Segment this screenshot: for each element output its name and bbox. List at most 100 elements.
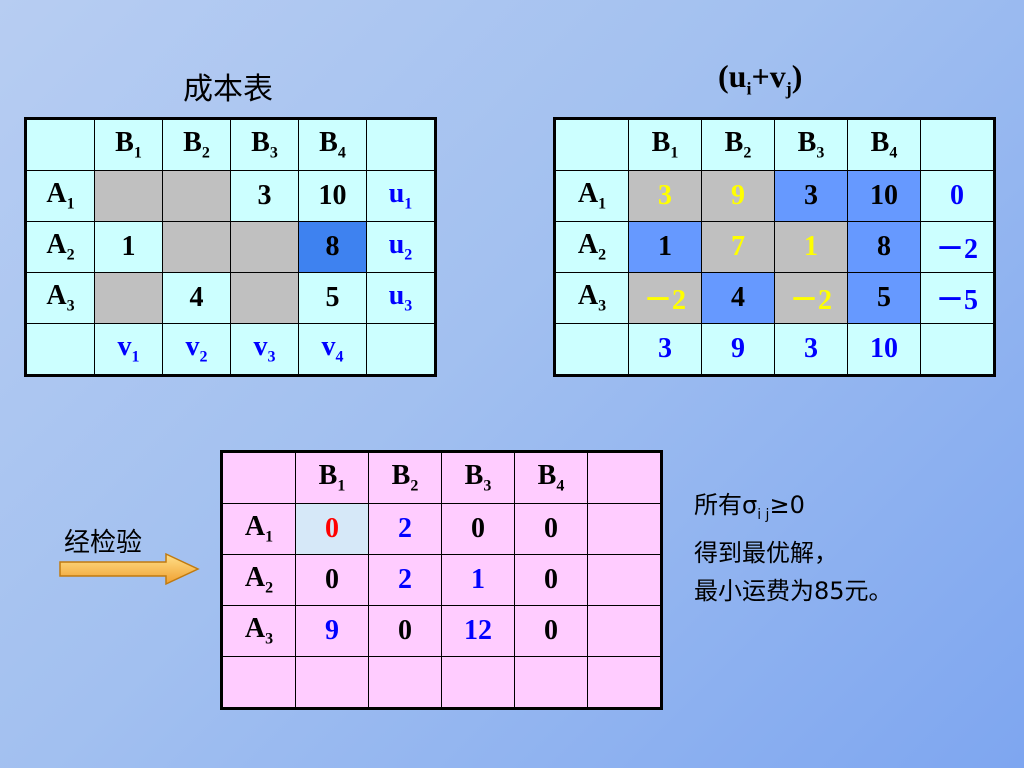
row-header-a1: A1 bbox=[221, 503, 296, 555]
sigma-cell: 1 bbox=[441, 554, 515, 606]
sigma-cell: 0 bbox=[514, 605, 588, 657]
uv-cell: 5 bbox=[847, 272, 921, 324]
uv-cell: 3 bbox=[774, 170, 848, 222]
bottom-side bbox=[920, 323, 995, 376]
cost-cell bbox=[162, 170, 231, 222]
col-header-b2: B2 bbox=[162, 118, 231, 171]
table-row: A1 3 9 3 10 0 bbox=[554, 170, 995, 222]
sigma-cell: 0 bbox=[295, 503, 369, 555]
col-header-b1: B1 bbox=[94, 118, 163, 171]
col-header-b3: B3 bbox=[230, 118, 299, 171]
sigma-cell: 0 bbox=[514, 503, 588, 555]
potential-v1: v1 bbox=[94, 323, 163, 376]
cost-cell bbox=[230, 272, 299, 324]
header-row: B1 B2 B3 B4 bbox=[221, 451, 662, 504]
side-header bbox=[587, 451, 662, 504]
sigma-cell: 0 bbox=[441, 503, 515, 555]
conclusion-line-3: 最小运费为85元。 bbox=[694, 576, 893, 605]
cost-cell: 5 bbox=[298, 272, 367, 324]
u-value: －5 bbox=[920, 272, 995, 324]
potential-v2: v2 bbox=[162, 323, 231, 376]
bottom-cell bbox=[221, 656, 296, 709]
bottom-cell bbox=[368, 656, 442, 709]
sigma-cell: 2 bbox=[368, 503, 442, 555]
cost-cell: 1 bbox=[94, 221, 163, 273]
row-header-a3: A3 bbox=[221, 605, 296, 657]
potential-u3: u3 bbox=[366, 272, 436, 324]
col-header-b3: B3 bbox=[774, 118, 848, 171]
uv-cell: 9 bbox=[701, 170, 775, 222]
row-header-a3: A3 bbox=[554, 272, 629, 324]
cost-cell bbox=[94, 170, 163, 222]
side-cell bbox=[587, 554, 662, 606]
table-row: A3 9 0 12 0 bbox=[221, 605, 662, 657]
corner-cell bbox=[25, 118, 95, 171]
cost-table-title: 成本表 bbox=[183, 72, 273, 107]
uv-cell: 1 bbox=[628, 221, 702, 273]
uv-cell: 4 bbox=[701, 272, 775, 324]
cost-cell bbox=[162, 221, 231, 273]
conclusion-text: 所有σi j≥0 得到最优解， 最小运费为85元。 bbox=[694, 486, 893, 610]
cost-cell bbox=[94, 272, 163, 324]
side-cell bbox=[587, 503, 662, 555]
cost-cell: 10 bbox=[298, 170, 367, 222]
uv-cell: 7 bbox=[701, 221, 775, 273]
sigma-cell: 2 bbox=[368, 554, 442, 606]
bottom-corner bbox=[554, 323, 629, 376]
cost-cell bbox=[230, 221, 299, 273]
cost-cell: 3 bbox=[230, 170, 299, 222]
v-value: 3 bbox=[628, 323, 702, 376]
u-value: －2 bbox=[920, 221, 995, 273]
bottom-cell bbox=[295, 656, 369, 709]
conclusion-line-2: 得到最优解， bbox=[694, 538, 838, 567]
corner-cell bbox=[554, 118, 629, 171]
table-row: A1 3 10 u1 bbox=[25, 170, 436, 222]
bottom-cell bbox=[514, 656, 588, 709]
col-header-b4: B4 bbox=[298, 118, 367, 171]
side-cell bbox=[587, 605, 662, 657]
sigma-cell: 12 bbox=[441, 605, 515, 657]
sigma-cell: 0 bbox=[368, 605, 442, 657]
check-label: 经检验 bbox=[64, 528, 143, 558]
table-row: A2 1 7 1 8 －2 bbox=[554, 221, 995, 273]
bottom-side bbox=[366, 323, 436, 376]
table-row: A2 1 8 u2 bbox=[25, 221, 436, 273]
uv-cell: －2 bbox=[774, 272, 848, 324]
col-header-b1: B1 bbox=[628, 118, 702, 171]
bottom-row: v1 v2 v3 v4 bbox=[25, 323, 436, 376]
table-row: A2 0 2 1 0 bbox=[221, 554, 662, 606]
potential-v3: v3 bbox=[230, 323, 299, 376]
row-header-a1: A1 bbox=[554, 170, 629, 222]
side-header bbox=[920, 118, 995, 171]
col-header-b2: B2 bbox=[368, 451, 442, 504]
header-row: B1 B2 B3 B4 bbox=[554, 118, 995, 171]
row-header-a2: A2 bbox=[221, 554, 296, 606]
uv-cell: 1 bbox=[774, 221, 848, 273]
sigma-cell: 9 bbox=[295, 605, 369, 657]
uv-table-title: (ui+vj) bbox=[718, 58, 803, 99]
row-header-a2: A2 bbox=[554, 221, 629, 273]
v-value: 3 bbox=[774, 323, 848, 376]
right-arrow-icon bbox=[59, 552, 200, 586]
u-value: 0 bbox=[920, 170, 995, 222]
col-header-b3: B3 bbox=[441, 451, 515, 504]
table-row: A3 4 5 u3 bbox=[25, 272, 436, 324]
uv-table: B1 B2 B3 B4 A1 3 9 3 10 0 A2 1 7 1 8 －2 … bbox=[553, 117, 996, 377]
check-table: B1 B2 B3 B4 A1 0 2 0 0 A2 0 2 1 0 A3 9 0… bbox=[220, 450, 663, 710]
sigma-cell: 0 bbox=[514, 554, 588, 606]
cost-cell: 4 bbox=[162, 272, 231, 324]
v-value: 9 bbox=[701, 323, 775, 376]
row-header-a3: A3 bbox=[25, 272, 95, 324]
bottom-row bbox=[221, 656, 662, 709]
table-row: A1 0 2 0 0 bbox=[221, 503, 662, 555]
col-header-b4: B4 bbox=[847, 118, 921, 171]
bottom-corner bbox=[25, 323, 95, 376]
cost-cell: 8 bbox=[298, 221, 367, 273]
header-row: B1 B2 B3 B4 bbox=[25, 118, 436, 171]
col-header-b2: B2 bbox=[701, 118, 775, 171]
col-header-b1: B1 bbox=[295, 451, 369, 504]
potential-v4: v4 bbox=[298, 323, 367, 376]
col-header-b4: B4 bbox=[514, 451, 588, 504]
bottom-row: 3 9 3 10 bbox=[554, 323, 995, 376]
bottom-cell bbox=[441, 656, 515, 709]
